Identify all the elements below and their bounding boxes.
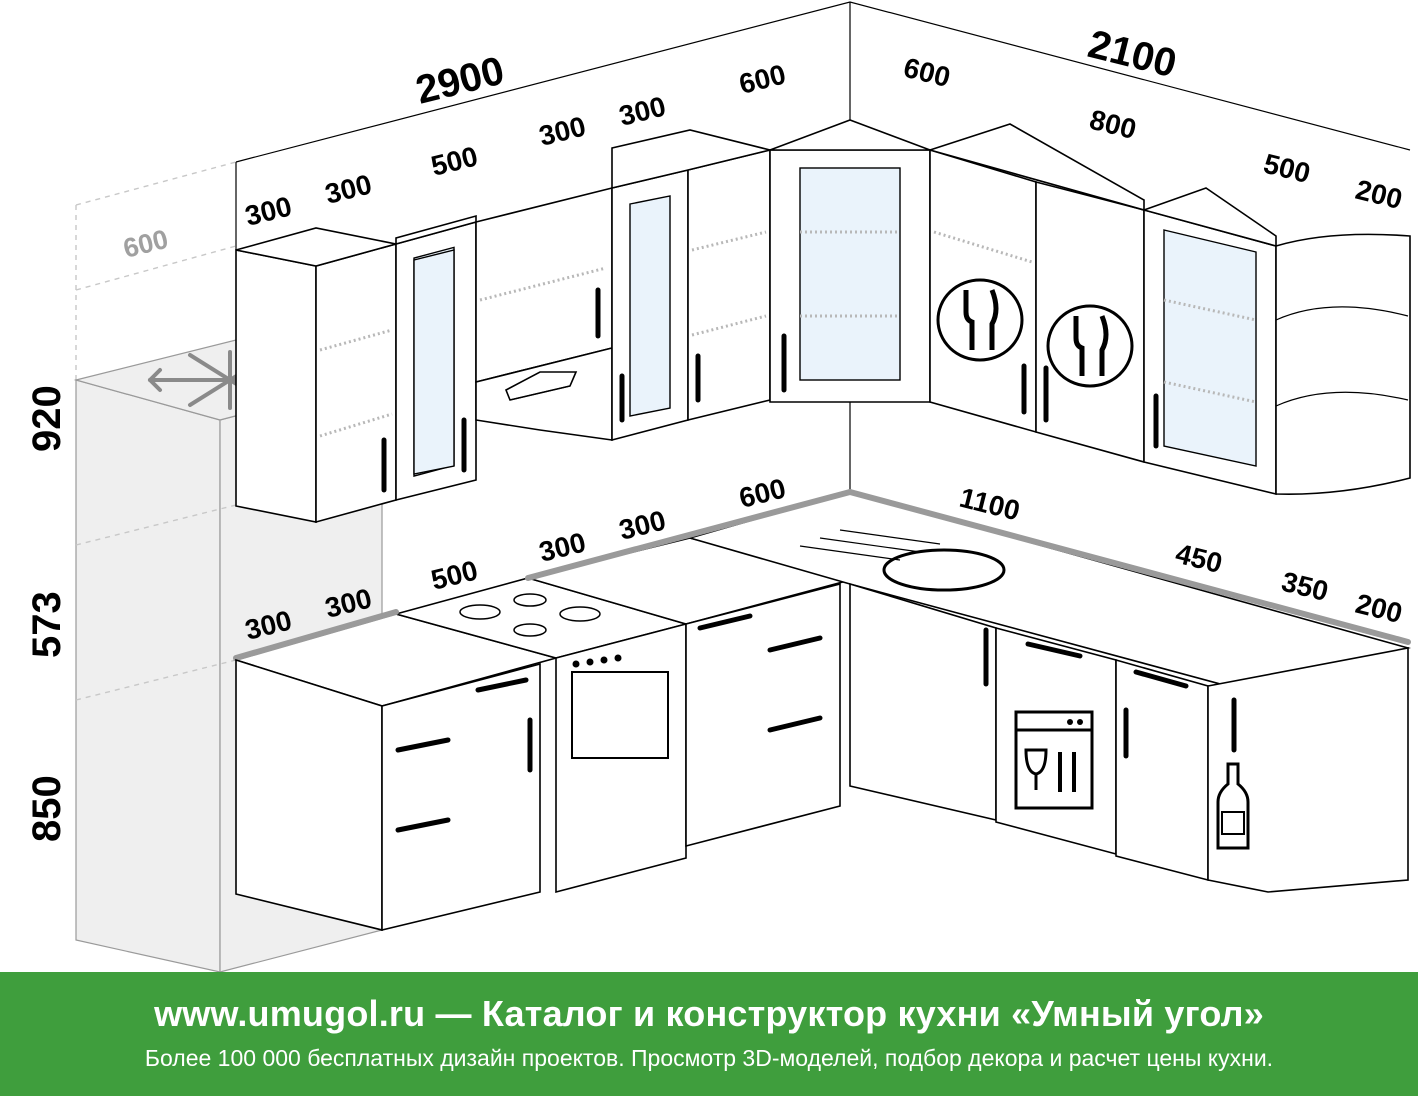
dim-base-right-3: 350 xyxy=(1279,566,1332,607)
dim-upper-right-4: 200 xyxy=(1353,174,1406,215)
dim-upper-left-2: 300 xyxy=(322,168,375,209)
upper-cabinets-left xyxy=(235,129,771,524)
cooktop xyxy=(459,593,601,637)
banner-subtitle: Более 100 000 бесплатных дизайн проектов… xyxy=(144,1045,1274,1071)
dim-height-gap: 573 xyxy=(25,591,69,658)
dim-upper-right-3: 500 xyxy=(1261,148,1314,189)
dim-upper-left-6: 600 xyxy=(736,58,789,99)
dishwasher-icon xyxy=(1014,710,1094,810)
dim-upper-right-1: 600 xyxy=(901,52,954,93)
hood-icon xyxy=(504,371,578,401)
dim-base-left-3: 500 xyxy=(428,554,481,595)
footer-banner: www.umugol.ru — Каталог и конструктор ку… xyxy=(0,972,1418,1096)
dim-base-right-1: 1100 xyxy=(957,482,1023,527)
dim-right-wall-total: 2100 xyxy=(1084,22,1181,86)
bottle-icon xyxy=(1216,762,1250,850)
dim-fridge-depth: 600 xyxy=(120,224,171,264)
oven xyxy=(571,654,669,759)
sink xyxy=(799,529,1006,592)
dim-upper-left-1: 300 xyxy=(242,190,295,231)
dim-height-upper: 920 xyxy=(25,385,69,452)
dim-upper-left-5: 300 xyxy=(616,90,669,131)
dim-height-base: 850 xyxy=(25,775,69,842)
dim-base-right-4: 200 xyxy=(1353,588,1406,629)
fork-knife-icon xyxy=(936,278,1134,388)
countertop xyxy=(233,489,1411,707)
glass-door-left xyxy=(413,195,671,475)
dim-base-right-2: 450 xyxy=(1173,538,1226,579)
dim-upper-left-3: 500 xyxy=(428,140,481,181)
kitchen-diagram: 2900 2100 600 920 573 850 300 300 500 30… xyxy=(25,1,1411,973)
banner-title[interactable]: www.umugol.ru — Каталог и конструктор ку… xyxy=(154,993,1264,1034)
dim-left-wall-total: 2900 xyxy=(412,49,509,113)
dim-upper-right-2: 800 xyxy=(1087,104,1140,145)
dim-upper-left-4: 300 xyxy=(536,110,589,151)
